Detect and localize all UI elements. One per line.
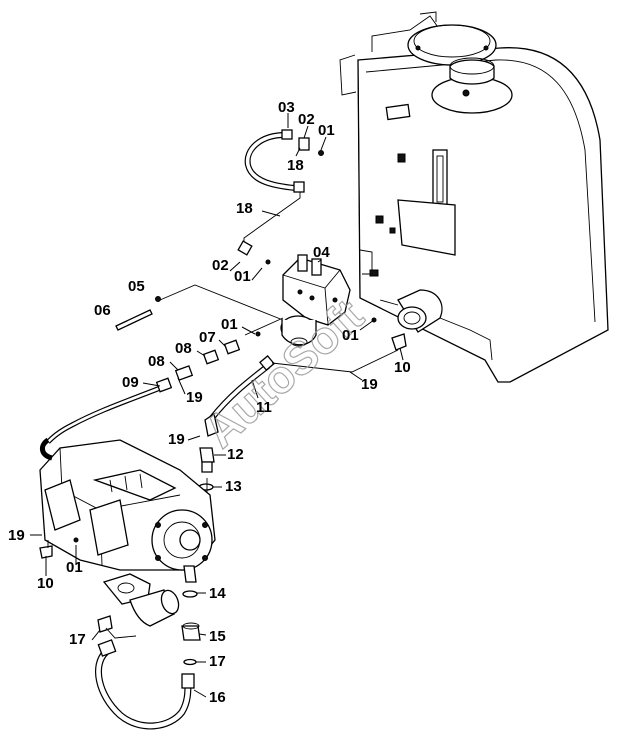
callout-01: 01 [342,327,359,344]
hydraulic-tank [339,11,609,383]
callout-03: 03 [278,99,295,116]
callout-19: 19 [168,431,185,448]
callout-19: 19 [8,527,25,544]
callout-18: 18 [236,200,253,217]
fittings-07-08-09 [46,317,284,444]
callout-04: 04 [313,244,330,261]
callout-02: 02 [212,257,229,274]
callout-08: 08 [148,353,165,370]
callout-13: 13 [225,478,242,495]
hose-11 [204,317,407,437]
callout-19: 19 [186,389,203,406]
watermark: AutoSoft [194,289,373,458]
callout-14: 14 [209,585,226,602]
callout-18: 18 [287,157,304,174]
callout-01: 01 [66,559,83,576]
bolt-06 [115,284,284,331]
callout-01: 01 [234,268,251,285]
valve-block [265,254,351,347]
pump-assembly [39,437,216,571]
leader-lines [30,113,404,698]
callout-10: 10 [37,575,54,592]
callout-05: 05 [128,278,145,295]
callout-06: 06 [94,302,111,319]
fittings-14-15-17 [181,565,201,666]
callout-02: 02 [298,111,315,128]
callout-12: 12 [227,446,244,463]
suction-elbow [97,573,180,639]
callout-11: 11 [256,399,272,416]
callout-17: 17 [69,631,86,648]
callout-17: 17 [209,653,226,670]
callout-16: 16 [209,689,226,706]
callout-08: 08 [175,340,192,357]
callout-15: 15 [209,628,226,645]
callout-01: 01 [221,316,238,333]
callout-10: 10 [394,359,411,376]
hose-18-upper [237,129,324,256]
callout-19: 19 [361,376,378,393]
callout-07: 07 [199,329,216,346]
hose-16 [95,639,195,730]
callout-09: 09 [122,374,139,391]
callout-01: 01 [318,122,335,139]
